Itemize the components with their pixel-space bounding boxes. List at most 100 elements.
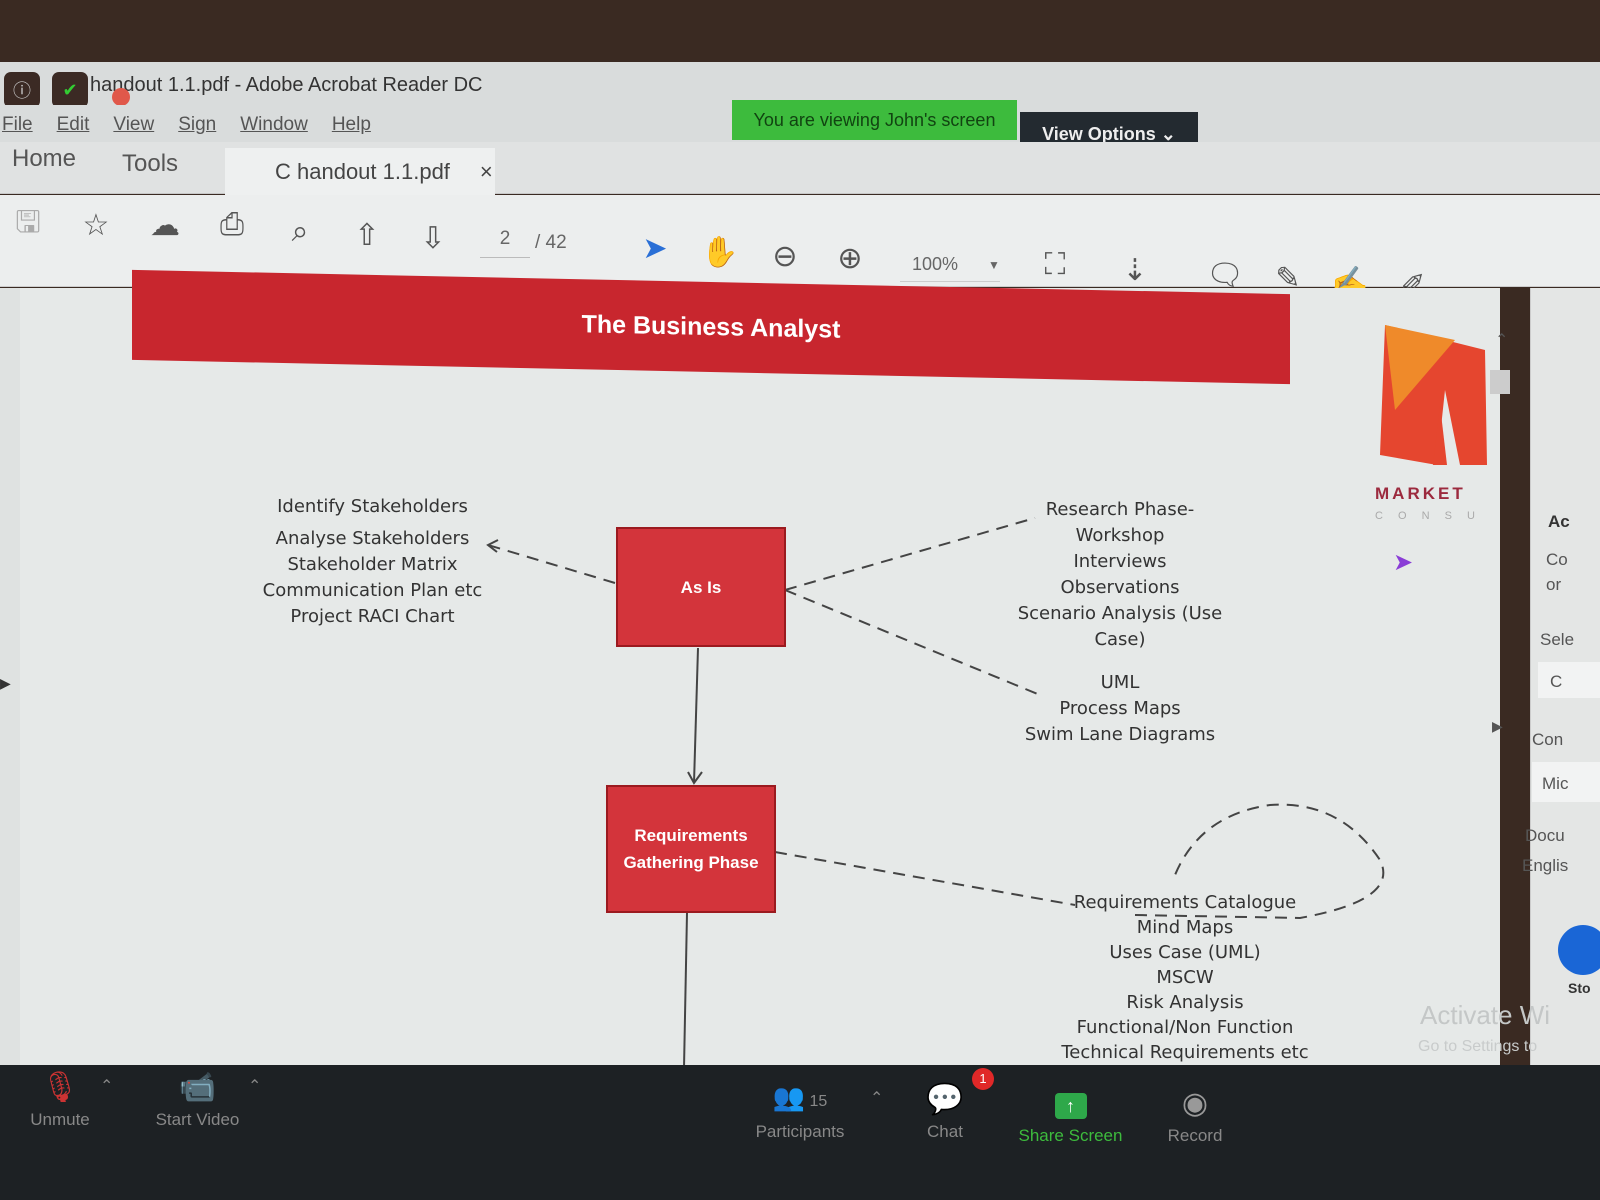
page-number-input[interactable]: 2 [480, 228, 530, 258]
logo-subtext: C O N S U [1375, 510, 1481, 522]
panel-text: Sto [1568, 980, 1591, 996]
connector-as-is-requirements [693, 647, 699, 784]
list-item: Uses Case (UML) [1109, 942, 1261, 963]
chevron-up-icon[interactable]: ⌃ [100, 1078, 114, 1095]
panel-text: or [1546, 575, 1562, 594]
left-panel-toggle-icon[interactable]: ▶ [0, 675, 11, 691]
connector-loop [1134, 803, 1385, 920]
panel-select[interactable]: C [1538, 662, 1600, 698]
logo-text: MARKET [1375, 484, 1466, 503]
list-item: Stakeholder Matrix [287, 554, 458, 575]
arrow-head [486, 539, 499, 553]
cloud-upload-icon[interactable]: ☁ [150, 208, 180, 242]
page-up-icon[interactable]: ⇧ [354, 218, 380, 252]
chevron-up-icon[interactable]: ⌃ [870, 1090, 884, 1107]
view-options-button[interactable]: View Options ⌄ [1020, 112, 1198, 156]
close-tab-icon[interactable]: × [479, 159, 493, 184]
menu-edit[interactable]: Edit [56, 114, 90, 135]
panel-label: Sele [1540, 630, 1575, 649]
zoom-level-select[interactable]: 100% ▼ [900, 248, 1000, 282]
select-cursor-icon[interactable]: ➤ [642, 231, 668, 265]
research-list: Research Phase- Workshop Interviews Obse… [1000, 497, 1240, 653]
list-item: MSCW [1156, 967, 1214, 988]
share-screen-icon: ↑ [1018, 1086, 1123, 1126]
record-button[interactable]: ◉Record [1160, 1086, 1230, 1146]
connector-as-is-research [784, 517, 1036, 591]
panel-text: Englis [1522, 856, 1569, 875]
list-item: Risk Analysis [1126, 992, 1244, 1013]
viewing-screen-banner: You are viewing John's screen [732, 100, 1017, 140]
list-item: Workshop [1075, 525, 1165, 546]
chevron-down-icon: ▼ [988, 257, 1000, 272]
page-down-icon[interactable]: ⇩ [420, 221, 446, 255]
title-bar [0, 62, 1600, 107]
chat-icon: 💬 [926, 1083, 964, 1116]
stakeholder-list: Identify Stakeholders Analyse Stakeholde… [250, 494, 495, 630]
menu-view[interactable]: View [113, 114, 155, 135]
activate-windows-watermark: Activate Wi [1420, 1000, 1551, 1030]
menu-help[interactable]: Help [331, 114, 371, 135]
zoom-in-icon[interactable]: ⊕ [837, 241, 863, 275]
modelling-list: UML Process Maps Swim Lane Diagrams [1010, 670, 1230, 748]
chat-label: Chat [927, 1122, 963, 1141]
search-icon[interactable]: ⌕ [291, 215, 309, 248]
save-icon[interactable]: 🖫 [15, 205, 41, 239]
scrollbar-thumb[interactable] [1490, 370, 1510, 394]
list-item: Observations [1060, 577, 1180, 598]
unmute-button[interactable]: 🎙Unmute [20, 1070, 100, 1130]
chevron-up-icon[interactable]: ⌃ [248, 1078, 262, 1095]
panel-select[interactable]: Mic [1532, 762, 1600, 802]
muted-mic-icon: 🎙 [40, 1071, 80, 1104]
menu-sign[interactable]: Sign [178, 114, 217, 135]
chat-badge: 1 [972, 1068, 994, 1090]
tab-home[interactable]: Home [12, 145, 77, 172]
hand-tool-icon[interactable]: ✋ [701, 235, 739, 269]
list-item: Communication Plan etc [262, 580, 483, 601]
info-icon[interactable]: ⓘ [4, 72, 40, 108]
connector-as-is-stakeholders [487, 544, 616, 584]
scroll-up-icon[interactable]: ⌃ [1495, 332, 1509, 349]
chat-button[interactable]: 💬 Chat [915, 1082, 975, 1142]
video-off-icon: 📹 [178, 1071, 217, 1104]
print-icon[interactable]: ⎙ [220, 208, 244, 241]
mouse-pointer-icon: ➤ [1393, 549, 1414, 576]
fit-page-icon[interactable]: ⛶ [1044, 248, 1066, 281]
arrow-head [687, 771, 703, 785]
zoom-out-icon[interactable]: ⊖ [772, 239, 798, 273]
list-item: Project RACI Chart [290, 606, 455, 627]
connector-down [683, 912, 688, 1069]
list-item: Technical Requirements etc [1061, 1042, 1309, 1063]
record-label: Record [1167, 1126, 1223, 1145]
tab-tools[interactable]: Tools [122, 150, 179, 177]
participants-label: Participants [755, 1122, 845, 1141]
menu-window[interactable]: Window [240, 114, 308, 135]
shield-check-icon[interactable]: ✔ [52, 72, 88, 108]
comment-icon[interactable]: 🗨 [1205, 258, 1245, 292]
share-screen-button[interactable]: ↑Share Screen [1018, 1086, 1123, 1146]
start-video-label: Start Video [155, 1110, 240, 1129]
start-video-button[interactable]: 📹 Start Video [145, 1070, 250, 1130]
recording-dot-icon [112, 88, 130, 106]
bookmark-star-icon[interactable]: ☆ [82, 208, 110, 242]
menu-file[interactable]: File [2, 114, 33, 135]
pdf-page [20, 288, 1500, 1068]
list-item: Analyse Stakeholders [275, 528, 470, 549]
as-is-box: As Is [616, 527, 786, 647]
company-logo [1380, 325, 1487, 465]
list-item: Mind Maps [1136, 917, 1234, 938]
panel-action-button[interactable] [1558, 925, 1600, 975]
requirements-gathering-label: Requirements Gathering Phase [623, 826, 759, 872]
expand-panel-icon[interactable]: ▶ [1492, 718, 1503, 734]
participants-count: 15 [809, 1093, 828, 1110]
activate-windows-hint: Go to Settings to [1418, 1038, 1538, 1055]
zoom-level-value: 100% [912, 254, 959, 274]
scroll-mode-icon[interactable]: ⇣ [1122, 253, 1148, 287]
panel-text: Docu [1525, 826, 1565, 845]
diagram-connectors [486, 517, 1385, 1069]
list-item: Scenario Analysis (Use [1017, 603, 1223, 624]
tab-document[interactable]: C handout 1.1.pdf × [225, 148, 495, 196]
requirements-gathering-box: Requirements Gathering Phase [606, 785, 776, 913]
list-item: UML [1100, 672, 1140, 693]
zoom-control-bar [0, 1065, 1600, 1200]
